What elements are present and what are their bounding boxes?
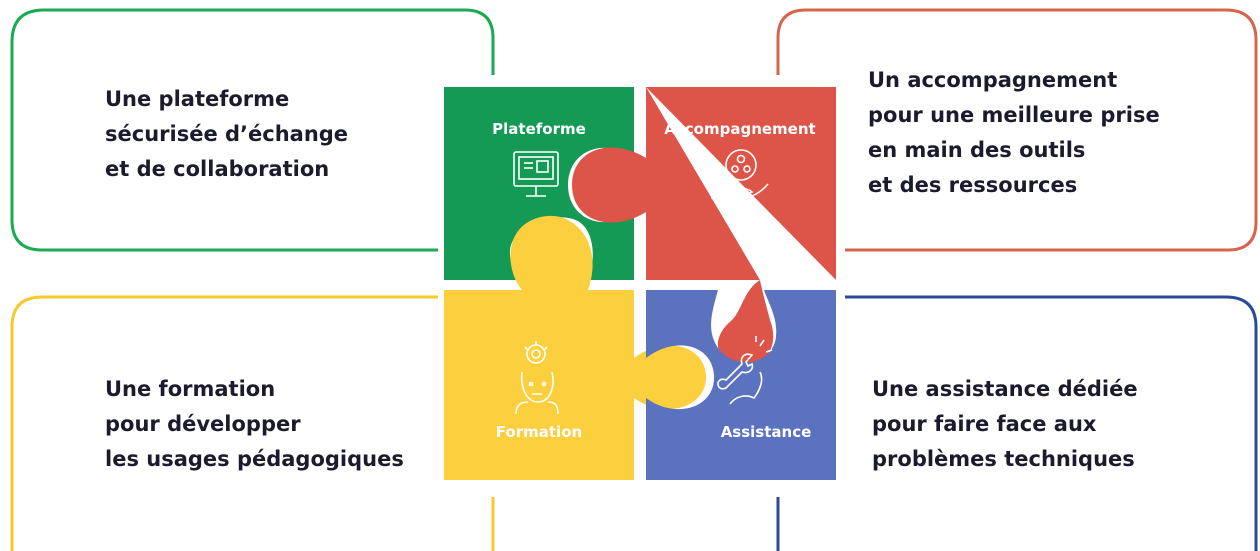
box-text-accompagnement: Un accompagnement pour une meilleure pri… [868, 63, 1160, 203]
box-line: problèmes techniques [872, 447, 1135, 471]
puzzle-piece-yellow [444, 215, 707, 481]
box-text-plateforme: Une plateforme sécurisée d’échange et de… [105, 82, 348, 187]
box-text-assistance: Une assistance dédiée pour faire face au… [872, 372, 1138, 477]
head-with-gear-icon [515, 341, 559, 415]
box-line: sécurisée d’échange [105, 122, 349, 146]
box-line: Une assistance dédiée [872, 377, 1138, 401]
box-line: en main des outils [868, 138, 1086, 162]
box-line: Un accompagnement [868, 68, 1118, 92]
box-line: et de collaboration [105, 157, 330, 181]
box-line: et des ressources [868, 173, 1078, 197]
box-outline-blue [776, 295, 1258, 551]
box-outline-green [10, 8, 495, 252]
box-line: Une formation [105, 377, 276, 401]
puzzle-piece-green [444, 87, 634, 280]
box-line: les usages pédagogiques [105, 447, 404, 471]
box-outline-red [776, 8, 1258, 252]
box-outline-yellow [10, 295, 495, 551]
box-line: Une plateforme [105, 87, 290, 111]
hand-with-people-icon [711, 149, 769, 200]
computer-screen-icon [513, 151, 559, 197]
puzzle-piece-red [572, 87, 836, 367]
puzzle-piece-blue [646, 290, 836, 480]
piece-label-assistance: Assistance [721, 423, 812, 441]
piece-label-plateforme: Plateforme [492, 120, 586, 138]
box-line: pour une meilleure prise [868, 103, 1160, 127]
piece-label-accompagnement: Accompagnement [664, 120, 815, 138]
box-line: pour faire face aux [872, 412, 1097, 436]
wrench-hand-icon [717, 336, 773, 405]
piece-label-formation: Formation [496, 423, 582, 441]
box-line: pour développer [105, 412, 301, 436]
box-text-formation: Une formation pour développer les usages… [105, 372, 404, 477]
